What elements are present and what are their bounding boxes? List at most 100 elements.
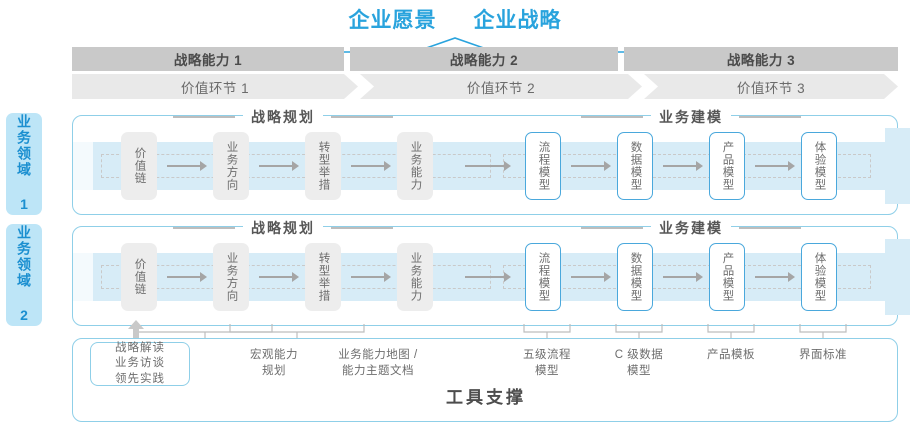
arrow-6 [663, 161, 703, 171]
node-label: 数据模型 [629, 141, 642, 191]
node-label: 价值链 [133, 147, 146, 185]
annotation-product-template: 产品模板 [707, 349, 755, 361]
annotation-ui-standard: 界面标准 [799, 349, 847, 361]
arrow-6 [663, 272, 703, 282]
arrow-head [292, 272, 299, 282]
rule-right [331, 227, 393, 229]
value-chain-band: 价值环节 1 价值环节 2 价值环节 3 [72, 74, 898, 99]
node-data-model[interactable]: 数据模型 [617, 132, 653, 200]
node-label: 业务方向 [225, 141, 238, 191]
arrow-line [755, 165, 788, 167]
value-label-2: 价值环节 2 [466, 80, 536, 96]
arrow-5 [571, 161, 611, 171]
row-2-section-strategy-planning: 战略规划 [173, 218, 393, 238]
arrow-head [788, 161, 795, 171]
node-data-model[interactable]: 数据模型 [617, 243, 653, 311]
value-cell-2[interactable]: 价值环节 2 [360, 74, 642, 99]
value-cell-3[interactable]: 价值环节 3 [644, 74, 898, 99]
annotation-five-level-process-model: 五级流程 模型 [523, 349, 571, 377]
capability-cell-3[interactable]: 战略能力 3 [624, 47, 898, 71]
arrow-line [259, 276, 292, 278]
node-label: 产品模型 [721, 252, 734, 302]
capability-label-3: 战略能力 3 [726, 53, 796, 68]
sidebar-item-domain-2[interactable]: 业务领域 2 [6, 224, 42, 326]
node-label: 转型举措 [317, 141, 330, 191]
node-label: 业务能力 [409, 141, 422, 191]
page-title: 企业愿景 企业战略 [0, 4, 910, 34]
section-title: 业务建模 [651, 107, 731, 127]
arrow-line [663, 165, 696, 167]
node-business-direction[interactable]: 业务方向 [213, 243, 249, 311]
tools-title: 工具支撑 [446, 388, 526, 407]
node-business-capability[interactable]: 业务能力 [397, 132, 433, 200]
domain-row-1: 战略规划 业务建模 价值链 业务方向 转型举措 业务能力 [72, 107, 910, 215]
title-strategy: 企业战略 [473, 9, 562, 32]
title-vision: 企业愿景 [348, 9, 437, 32]
arrow-head [200, 272, 207, 282]
arrow-1 [167, 161, 207, 171]
arrow-line [571, 276, 604, 278]
arrow-head [292, 161, 299, 171]
node-value-chain[interactable]: 价值链 [121, 243, 157, 311]
annotation-c-level-data-model: C 级数据 模型 [614, 349, 664, 377]
node-value-chain[interactable]: 价值链 [121, 132, 157, 200]
section-title: 业务建模 [651, 218, 731, 238]
upward-arrow-icon [128, 320, 144, 346]
arrow-line [167, 276, 200, 278]
arrow-7 [755, 272, 795, 282]
node-label: 产品模型 [721, 141, 734, 191]
domain-label-2: 业务领域 2 [16, 225, 32, 325]
node-label: 业务能力 [409, 252, 422, 302]
node-experience-model[interactable]: 体验模型 [801, 243, 837, 311]
arrow-line [465, 276, 504, 278]
sidebar-item-domain-1[interactable]: 业务领域 1 [6, 113, 42, 215]
tools-support-panel: 工具支撑 [72, 338, 898, 422]
rule-left [581, 116, 643, 118]
node-label: 业务方向 [225, 252, 238, 302]
annotation-macro-capability-planning: 宏观能力 规划 [250, 349, 298, 377]
node-label: 数据模型 [629, 252, 642, 302]
capability-cell-2[interactable]: 战略能力 2 [350, 47, 618, 71]
node-product-model[interactable]: 产品模型 [709, 243, 745, 311]
arrow-line [351, 165, 384, 167]
arrow-3 [351, 161, 391, 171]
rule-left [173, 227, 235, 229]
node-business-capability[interactable]: 业务能力 [397, 243, 433, 311]
arrow-head [696, 272, 703, 282]
rule-right [739, 227, 801, 229]
node-process-model[interactable]: 流程模型 [525, 132, 561, 200]
value-cell-1[interactable]: 价值环节 1 [72, 74, 358, 99]
rule-right [331, 116, 393, 118]
annotation-capability-map: 业务能力地图 / 能力主题文档 [338, 349, 418, 377]
arrow-line [571, 165, 604, 167]
arrow-head [384, 161, 391, 171]
row-2-flow-arrow-head [885, 239, 910, 315]
row-1-flow-arrow-head [885, 128, 910, 204]
arrow-head [504, 161, 511, 171]
node-transformation-measures[interactable]: 转型举措 [305, 243, 341, 311]
node-label: 转型举措 [317, 252, 330, 302]
node-process-model[interactable]: 流程模型 [525, 243, 561, 311]
node-label: 流程模型 [537, 252, 550, 302]
node-transformation-measures[interactable]: 转型举措 [305, 132, 341, 200]
arrow-head [200, 161, 207, 171]
arrow-head [604, 272, 611, 282]
row-2-section-business-modeling: 业务建模 [581, 218, 801, 238]
capability-cell-1[interactable]: 战略能力 1 [72, 47, 344, 71]
capability-label-1: 战略能力 1 [173, 53, 243, 68]
node-experience-model[interactable]: 体验模型 [801, 132, 837, 200]
tools-highlight-box[interactable]: 战略解读 业务访谈 领先实践 [90, 342, 190, 386]
rule-left [581, 227, 643, 229]
strategic-capability-band: 战略能力 1 战略能力 2 战略能力 3 [72, 47, 898, 71]
node-label: 价值链 [133, 258, 146, 296]
value-label-1: 价值环节 1 [180, 80, 250, 96]
node-product-model[interactable]: 产品模型 [709, 132, 745, 200]
arrow-4 [465, 272, 511, 282]
node-business-direction[interactable]: 业务方向 [213, 132, 249, 200]
arrow-2 [259, 272, 299, 282]
arrow-7 [755, 161, 795, 171]
arrow-line [465, 165, 504, 167]
arrow-line [167, 165, 200, 167]
domain-label-1: 业务领域 1 [16, 114, 32, 214]
